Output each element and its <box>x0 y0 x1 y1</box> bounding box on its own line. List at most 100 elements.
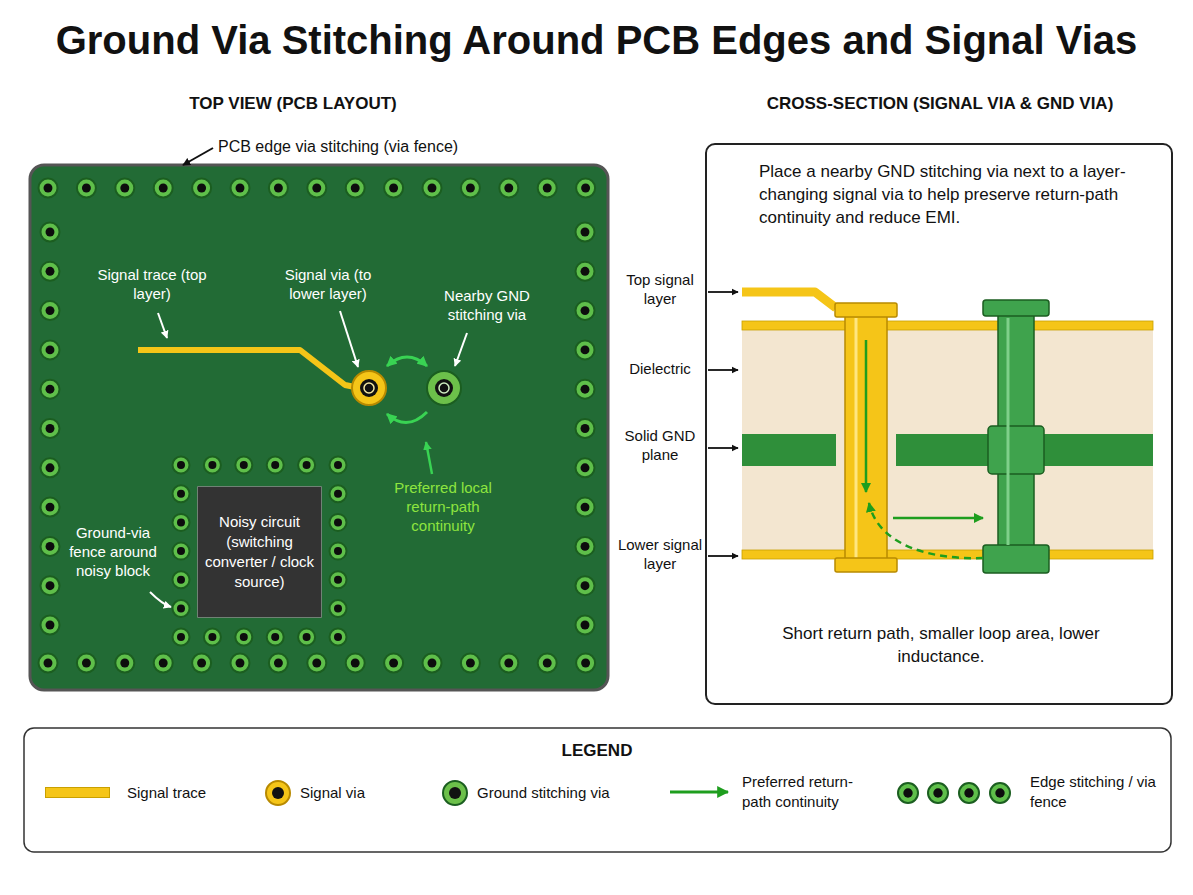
return-path-arrow <box>387 412 427 423</box>
cross-section <box>742 550 1153 559</box>
callout-label: Nearby GND stitching via <box>430 287 545 325</box>
via-fence <box>346 654 365 673</box>
section-heading: CROSS-SECTION (SIGNAL VIA & GND VIA) <box>720 93 1160 114</box>
via-fence <box>46 228 55 237</box>
ground-via <box>427 371 461 405</box>
via-fence <box>41 301 60 320</box>
via-fence <box>204 457 221 474</box>
via-fence <box>543 659 552 668</box>
legend-swatch <box>45 787 110 798</box>
via-fence <box>307 654 326 673</box>
via-fence <box>298 457 315 474</box>
via-fence <box>334 518 342 526</box>
via-fence <box>177 576 185 584</box>
via-fence <box>39 179 58 198</box>
leader-line <box>708 292 738 556</box>
via-fence <box>581 542 590 551</box>
via-fence <box>504 659 513 668</box>
via-fence <box>173 571 190 588</box>
via-fence <box>173 457 190 474</box>
leader-line <box>455 333 467 366</box>
via-fence <box>236 659 245 668</box>
via-fence <box>330 485 347 502</box>
callout-label: Preferred local return-path continuity <box>378 479 508 535</box>
legend-sample <box>990 783 1010 803</box>
via-fence <box>303 633 311 641</box>
via-fence <box>271 633 279 641</box>
via-fence <box>330 514 347 531</box>
via-fence <box>267 457 284 474</box>
legend-sample <box>898 783 918 803</box>
via-fence <box>423 654 442 673</box>
via-fence <box>236 184 245 193</box>
leader-line <box>340 311 358 367</box>
cross-section <box>988 426 1044 474</box>
via-fence <box>428 659 437 668</box>
via-fence <box>46 463 55 472</box>
signal-trace <box>138 350 360 388</box>
via-fence <box>499 654 518 673</box>
via-fence <box>312 184 321 193</box>
ground-via <box>439 383 449 393</box>
via-fence <box>192 179 211 198</box>
via-fence <box>39 179 596 673</box>
via-fence <box>576 458 595 477</box>
via-fence <box>235 629 252 646</box>
via-fence <box>120 184 129 193</box>
legend-sample <box>933 788 942 797</box>
via-fence <box>41 380 60 399</box>
via-fence <box>346 179 365 198</box>
via-fence <box>235 457 252 474</box>
via-fence <box>46 267 55 276</box>
leader-line <box>158 313 167 338</box>
via-fence <box>82 184 91 193</box>
via-fence <box>423 179 442 198</box>
via-fence <box>581 621 590 630</box>
cross-section <box>742 466 1153 550</box>
signal-via <box>352 371 386 405</box>
return-path-arrow <box>387 357 427 423</box>
callout-label: Solid GND plane <box>615 427 705 465</box>
via-fence <box>231 179 250 198</box>
via-fence <box>330 629 347 646</box>
legend-sample <box>266 781 728 805</box>
via-fence <box>41 262 60 281</box>
return-path-arrow <box>893 517 983 520</box>
legend-sample <box>898 783 1010 803</box>
via-fence <box>576 223 595 242</box>
via-fence <box>581 345 590 354</box>
leader-line <box>708 447 738 449</box>
callout-label: Top signal layer <box>615 271 705 309</box>
cross-section <box>835 558 897 572</box>
via-fence <box>334 461 342 469</box>
via-fence <box>41 458 60 477</box>
return-path-arrow <box>869 503 983 558</box>
ground-via <box>427 371 461 405</box>
via-fence <box>303 461 311 469</box>
via-fence <box>271 461 279 469</box>
via-fence <box>77 179 96 198</box>
via-fence <box>581 424 590 433</box>
cross-section <box>742 434 1153 466</box>
via-fence <box>120 659 129 668</box>
cross-section <box>983 545 1049 573</box>
via-fence <box>41 616 60 635</box>
via-fence <box>177 633 185 641</box>
circuit-block: Noisy circuit (switching converter / clo… <box>198 487 321 617</box>
via-fence <box>173 514 190 531</box>
return-path-arrow <box>387 357 427 366</box>
via-fence <box>46 621 55 630</box>
via-fence <box>269 179 288 198</box>
cross-section <box>983 300 1049 316</box>
via-fence <box>240 633 248 641</box>
via-fence <box>581 184 590 193</box>
via-fence <box>173 600 190 617</box>
via-fence <box>177 461 185 469</box>
signal-via <box>364 383 374 393</box>
legend-sample <box>964 788 973 797</box>
callout-label: Dielectric <box>615 360 705 379</box>
via-fence <box>334 576 342 584</box>
cross-section <box>1007 318 1010 545</box>
via-fence <box>115 654 134 673</box>
